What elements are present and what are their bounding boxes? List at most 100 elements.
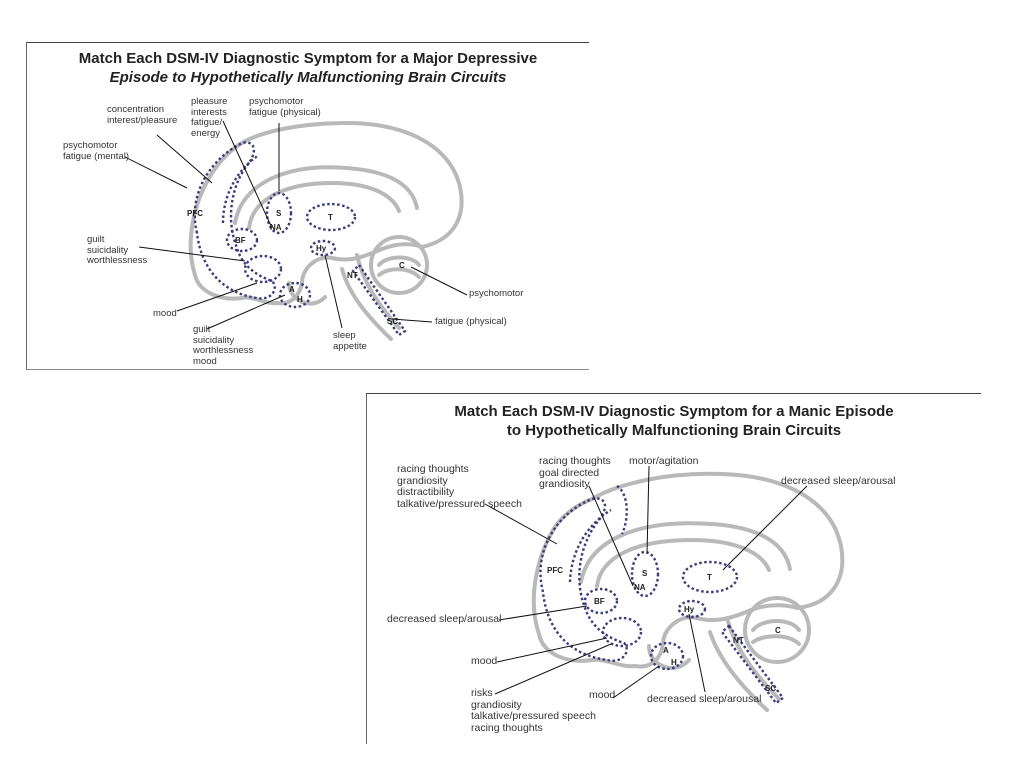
corpus-callosum (579, 521, 792, 584)
inner-arc (247, 181, 401, 230)
corpus-callosum (233, 165, 419, 225)
label-mood-bottom: mood (589, 689, 616, 701)
region-s: S (276, 209, 282, 218)
manic-title-line2: to Hypothetically Malfunctioning Brain C… (506, 422, 842, 439)
amygdala-circuit (278, 281, 312, 309)
amygdala-circuit (649, 641, 685, 671)
label-decreased-top: decreased sleep/arousal (781, 475, 896, 487)
region-hy: Hy (316, 244, 327, 253)
pfc-circuit (539, 497, 628, 662)
region-pfc: PFC (187, 209, 203, 218)
brainstem-2 (708, 630, 769, 712)
region-nt: NT (347, 271, 358, 280)
leader-racing-left (484, 503, 558, 545)
label-fatigue-physical: fatigue (physical) (435, 316, 507, 327)
cerebellum-folds (377, 255, 421, 279)
leader-racing-mid (588, 485, 634, 587)
manic-episode-panel: Match Each DSM-IV Diagnostic Symptom for… (366, 393, 981, 744)
t-circuit (681, 560, 739, 594)
pfc-top-circuit (616, 485, 628, 535)
brain-outline (531, 471, 845, 669)
region-a: A (663, 646, 669, 655)
label-mood: mood (153, 308, 177, 319)
pfc-circuit (193, 141, 276, 300)
leader-mood-left (496, 637, 608, 663)
region-na: NA (634, 583, 646, 592)
pons (287, 281, 327, 306)
leader-decreased-top (722, 485, 808, 571)
label-decreased-bottom: decreased sleep/arousal (647, 693, 762, 705)
region-nt: NT (733, 636, 744, 645)
depressive-title: Match Each DSM-IV Diagnostic Symptom for… (27, 49, 589, 87)
brainstem (355, 253, 401, 330)
orbital-circuit (243, 254, 283, 284)
spinal-circuit (720, 624, 785, 705)
depressive-title-line2: Episode to Hypothetically Malfunctioning… (109, 69, 507, 86)
region-a: A (289, 285, 295, 294)
leader-pleasure (222, 120, 273, 229)
region-c: C (775, 626, 781, 635)
region-h: H (671, 658, 677, 667)
label-motor: motor/agitation (629, 455, 699, 467)
region-bf: BF (235, 236, 246, 245)
leader-concentration (156, 134, 213, 184)
manic-title: Match Each DSM-IV Diagnostic Symptom for… (367, 402, 981, 440)
leader-mood (176, 282, 258, 312)
label-psychomotor: psychomotor (469, 288, 524, 299)
orbital-circuit (601, 616, 643, 648)
region-c: C (399, 261, 405, 270)
leader-motor (646, 465, 650, 555)
leader-decreased-left (498, 605, 588, 621)
hy-circuit (309, 239, 337, 257)
region-h: H (297, 295, 303, 304)
leader-mood-bottom (612, 665, 660, 699)
pons (647, 644, 691, 670)
leader-risks (494, 643, 612, 695)
region-bf: BF (594, 597, 605, 606)
s-circuit (630, 550, 660, 598)
leader-psychomotor (410, 266, 468, 296)
manic-brain-diagram (484, 465, 845, 712)
cerebellum-folds (751, 619, 801, 646)
region-s: S (642, 569, 648, 578)
region-na: NA (270, 223, 282, 232)
depressive-title-line1: Match Each DSM-IV Diagnostic Symptom for… (78, 50, 538, 67)
region-t: T (707, 573, 712, 582)
region-t: T (328, 213, 333, 222)
inner-arc (595, 538, 771, 588)
leader-guilt-top (138, 246, 246, 262)
hy-circuit (677, 599, 707, 619)
leader-sleep (324, 254, 343, 329)
leader-psychomotor-mental (124, 156, 188, 189)
bf-circuit (583, 587, 619, 615)
brainstem-2 (340, 267, 393, 341)
cerebellum (369, 235, 429, 295)
region-hy: Hy (684, 605, 695, 614)
leader-guilt-bottom (206, 294, 286, 330)
depressive-brain-diagram (124, 120, 468, 341)
pfc-inner-circuit (221, 153, 260, 224)
bf-circuit (225, 227, 259, 253)
leader-decreased-bottom (688, 613, 706, 693)
manic-title-line1: Match Each DSM-IV Diagnostic Symptom for… (454, 403, 894, 420)
region-sc: SC (387, 317, 399, 326)
leader-fatigue-physical (391, 318, 433, 323)
depressive-episode-panel: Match Each DSM-IV Diagnostic Symptom for… (26, 42, 589, 370)
region-sc: SC (765, 684, 777, 693)
cerebellum (743, 596, 811, 664)
s-circuit (265, 191, 293, 235)
t-circuit (305, 202, 357, 232)
label-mood-left: mood (471, 655, 498, 667)
brain-outline (188, 121, 464, 306)
label-decreased-left: decreased sleep/arousal (387, 613, 502, 625)
